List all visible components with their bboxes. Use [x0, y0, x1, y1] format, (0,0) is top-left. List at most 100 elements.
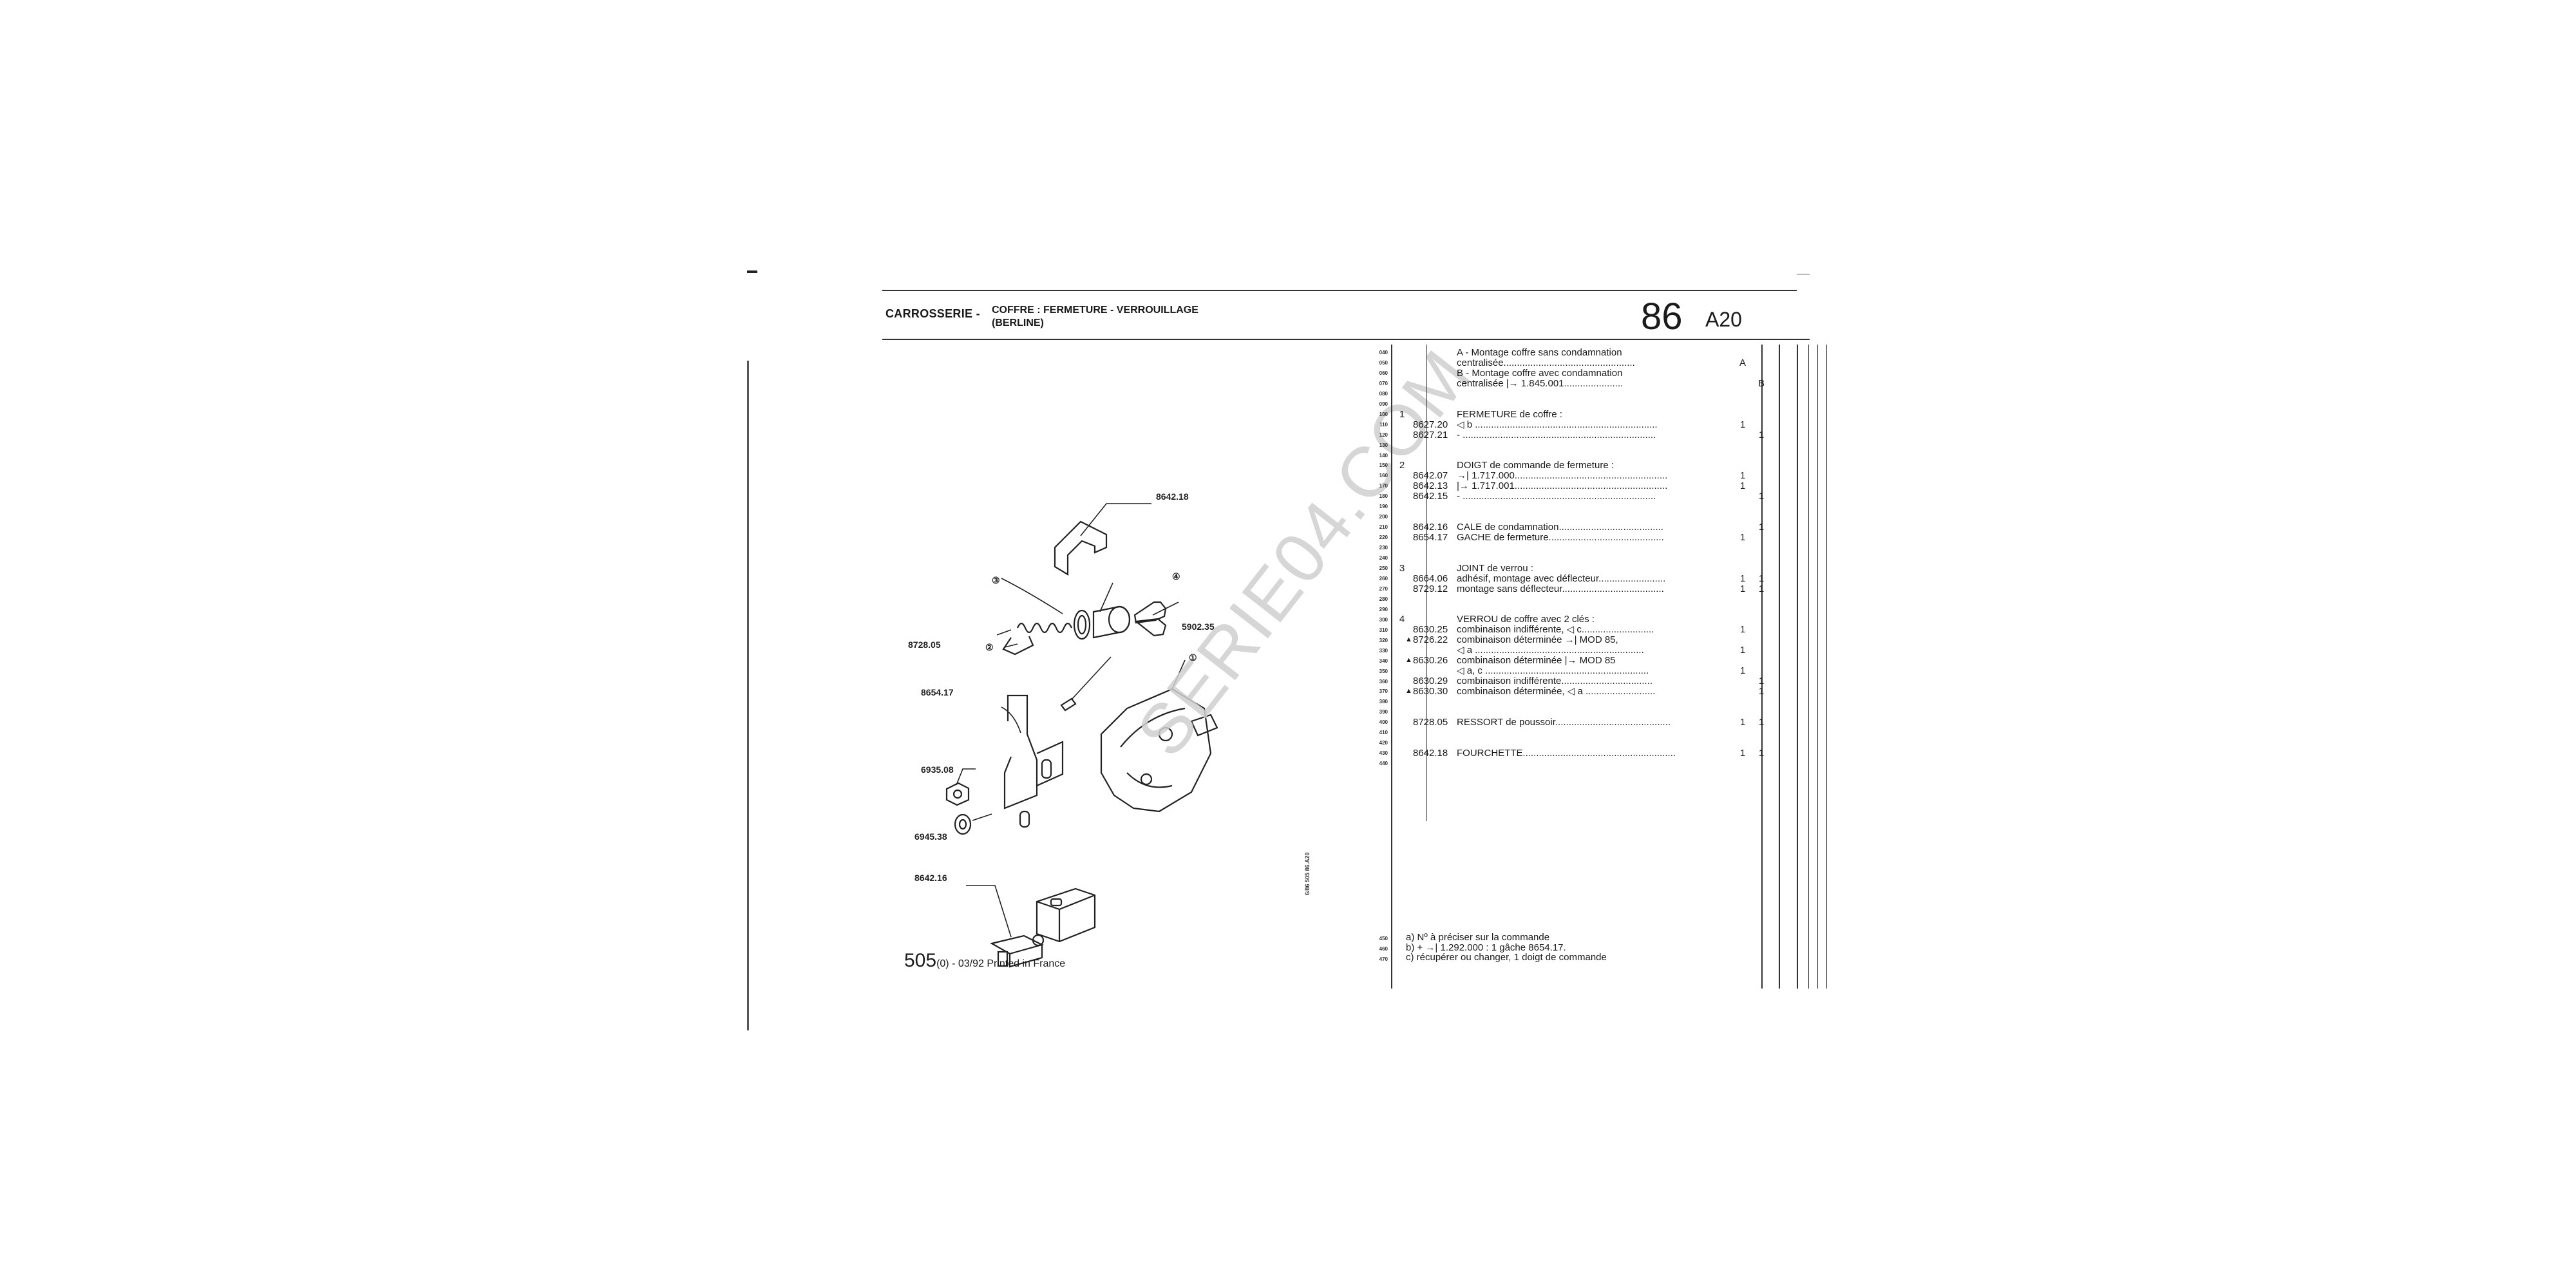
qty-version-b: 1 — [1758, 676, 1765, 687]
parts-row — [1397, 553, 1758, 564]
part-description: combinaison déterminée →| MOD 85, — [1457, 635, 1618, 646]
line-index: 140 — [1379, 452, 1388, 459]
scan-mark — [1797, 274, 1810, 275]
part-description: A - Montage coffre sans condamnation — [1457, 348, 1622, 358]
footnote: a) Nº à préciser sur la commande — [1406, 932, 1550, 943]
page-code: A20 — [1705, 308, 1742, 331]
part-description: FOURCHETTE..............................… — [1457, 748, 1676, 759]
part-description: - ......................................… — [1457, 430, 1656, 440]
screw-part — [1060, 697, 1077, 712]
line-index: 420 — [1379, 740, 1388, 746]
qty-version-b: 1 — [1758, 583, 1765, 594]
qty-version-a: 1 — [1739, 645, 1746, 656]
qty-version-b: 1 — [1758, 716, 1765, 728]
parts-row: 8627.21 - ...............................… — [1397, 429, 1764, 440]
line-index: 170 — [1379, 483, 1388, 489]
table-rule — [1797, 345, 1798, 989]
callout-3: ③ — [992, 575, 1000, 585]
line-index: 040 — [1379, 350, 1388, 355]
qty-version-b: 1 — [1758, 491, 1765, 502]
line-index: 210 — [1379, 524, 1388, 531]
key-part — [1133, 601, 1167, 624]
part-reference: 8654.17 — [1413, 531, 1448, 543]
footnote-index: 470 — [1379, 956, 1388, 962]
scan-edge — [747, 361, 749, 1030]
line-index: 180 — [1379, 493, 1388, 500]
part-description: DOIGT de commande de fermeture : — [1457, 460, 1614, 471]
line-index: 260 — [1379, 575, 1388, 582]
part-reference: 8728.05 — [1413, 716, 1448, 728]
line-index: 240 — [1379, 555, 1388, 562]
line-index: 280 — [1379, 596, 1388, 602]
table-rule — [1826, 345, 1827, 989]
parts-row: 8642.13|→ 1.717.001.....................… — [1397, 481, 1758, 491]
line-index: 090 — [1379, 401, 1388, 407]
qty-version-a: 1 — [1739, 665, 1746, 677]
model-line: 505(0) - 03/92 Printed in France — [904, 950, 1065, 972]
parts-row — [1397, 543, 1758, 553]
line-index: 060 — [1379, 370, 1388, 376]
subtitle-line: COFFRE : FERMETURE - VERROUILLAGE — [992, 305, 1198, 316]
line-index: 270 — [1379, 585, 1388, 592]
part-description: montage sans déflecteur.................… — [1457, 583, 1664, 594]
wedge-part — [1036, 887, 1096, 943]
callout-8728-05: 8728.05 — [908, 639, 941, 650]
qty-version-b: 1 — [1758, 685, 1765, 697]
table-rule — [1808, 345, 1809, 989]
parts-row — [1397, 728, 1758, 738]
qty-version-a: 1 — [1739, 573, 1746, 584]
parts-row: 8642.15- ...............................… — [1397, 491, 1764, 502]
part-description: combinaison déterminée, ◁ a ............… — [1457, 686, 1656, 697]
parts-row — [1397, 697, 1758, 707]
vertical-reference: 6/86 505 86.A20 — [1304, 852, 1311, 895]
footnote: c) récupérer ou changer, 1 doigt de comm… — [1406, 952, 1607, 963]
line-index: 390 — [1379, 709, 1388, 715]
section-title: CARROSSERIE - — [886, 307, 980, 320]
nut-part — [945, 782, 970, 806]
line-index: 190 — [1379, 504, 1388, 510]
callout-1: ① — [1189, 652, 1197, 663]
footnote-index: 460 — [1379, 946, 1388, 952]
parts-row — [1397, 440, 1758, 450]
parts-row — [1397, 502, 1758, 512]
qty-version-b: 1 — [1758, 429, 1765, 440]
part-reference: 8642.16 — [1413, 521, 1448, 533]
part-description: combinaison déterminée |→ MOD 85 — [1457, 656, 1616, 667]
line-index: 370 — [1379, 688, 1388, 695]
line-index: 250 — [1379, 565, 1388, 572]
part-reference: 8627.21 — [1413, 429, 1448, 440]
qty-version-a: 1 — [1739, 716, 1746, 728]
model-print-info: (0) - 03/92 Printed in France — [936, 958, 1066, 969]
line-index: 150 — [1379, 462, 1388, 469]
item-number: 4 — [1399, 614, 1405, 625]
part-description: ◁ a ....................................… — [1457, 645, 1644, 656]
part-reference: 8630.29 — [1413, 676, 1448, 687]
fork-part — [1054, 520, 1108, 576]
parts-row: B - Montage coffre avec condamnation — [1397, 368, 1758, 379]
model-number: 505 — [904, 950, 937, 971]
line-index: 100 — [1379, 411, 1388, 417]
parts-row — [1397, 389, 1758, 399]
line-index: 130 — [1379, 442, 1388, 448]
parts-list: A - Montage coffre sans condamnation cen… — [1397, 348, 1765, 768]
line-index: 080 — [1379, 390, 1388, 397]
qty-version-b: 1 — [1758, 573, 1765, 584]
parts-row — [1397, 450, 1758, 460]
part-description: adhésif, montage avec déflecteur........… — [1457, 573, 1666, 584]
qty-version-a: 1 — [1739, 470, 1746, 482]
qty-version-a: 1 — [1739, 480, 1746, 492]
table-rule — [1761, 345, 1763, 989]
latch-part — [1100, 688, 1212, 813]
